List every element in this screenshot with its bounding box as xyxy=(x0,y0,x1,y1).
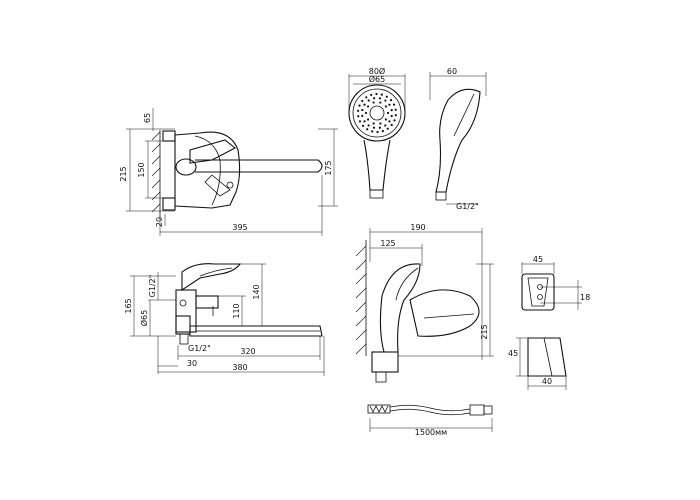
dim-40: 40 xyxy=(542,377,552,386)
nozzle-dot xyxy=(361,124,365,127)
nozzle-dot xyxy=(363,120,366,123)
wall-hatch xyxy=(151,130,161,220)
dim-60: 60 xyxy=(447,67,457,76)
dim-165: 165 xyxy=(124,298,133,313)
dim-phi65-head: Ø65 xyxy=(369,74,385,84)
wall-bracket-view: 45 18 45 40 xyxy=(508,255,590,390)
nozzle-dot xyxy=(357,109,360,112)
dim-150: 150 xyxy=(137,162,146,177)
dim-110: 110 xyxy=(232,303,241,318)
side-dimensions: 165 Ø65 G1/2" 140 110 G1/2" 320 30 380 xyxy=(124,263,325,376)
dim-45-side: 45 xyxy=(508,349,518,358)
dim-395: 395 xyxy=(232,223,247,232)
nozzle-dot xyxy=(378,126,381,129)
dim-30: 30 xyxy=(187,359,197,368)
holder-wall-hatch xyxy=(355,240,367,356)
nozzle-dot xyxy=(371,130,374,133)
nozzle-dot xyxy=(384,105,387,108)
nozzle-dot xyxy=(384,99,387,102)
nozzle-dot xyxy=(384,124,387,127)
nozzle-dot xyxy=(358,104,361,107)
nozzle-dot xyxy=(392,103,396,106)
nozzle-dot xyxy=(372,126,376,129)
nozzle-dot xyxy=(367,118,370,121)
dim-phi65-side: Ø65 xyxy=(139,310,149,326)
nozzle-dot xyxy=(388,120,391,123)
faucet-body xyxy=(162,130,323,211)
dim-80: 80Ø xyxy=(369,66,385,76)
nozzle-dot xyxy=(394,114,397,117)
hose-view: 1500мм xyxy=(367,404,493,437)
nozzle-dot xyxy=(379,122,382,125)
nozzle-dot xyxy=(386,111,390,115)
nozzle-dot xyxy=(378,97,382,100)
nozzle-dot xyxy=(361,99,364,103)
dim-175: 175 xyxy=(324,160,333,175)
nozzle-dot xyxy=(394,108,397,111)
dim-18: 18 xyxy=(580,293,590,302)
nozzle-dot xyxy=(390,123,393,127)
nozzle-dot xyxy=(379,101,382,104)
nozzle-dot xyxy=(390,109,393,112)
dim-20: 20 xyxy=(155,217,164,227)
dim-g12-bottom: G1/2" xyxy=(188,344,211,353)
dim-215-holder: 215 xyxy=(480,324,489,339)
nozzle-dot xyxy=(376,130,379,134)
nozzle-dot xyxy=(381,129,384,133)
dim-140: 140 xyxy=(252,284,261,299)
dim-g12-head: G1/2" xyxy=(456,202,479,211)
shower-holder-view: 190 125 215 xyxy=(355,223,494,383)
nozzle-dot xyxy=(361,108,364,112)
nozzle-dot xyxy=(357,115,360,118)
nozzle-dot xyxy=(361,114,364,117)
nozzle-dot xyxy=(386,127,389,130)
dim-1500: 1500мм xyxy=(415,428,447,437)
nozzle-dot xyxy=(370,93,373,97)
dim-190: 190 xyxy=(410,223,425,232)
nozzle-dot xyxy=(388,103,391,106)
nozzle-dot xyxy=(358,120,362,123)
nozzle-dot xyxy=(372,101,375,104)
nozzle-dot xyxy=(375,92,378,96)
shower-head-front-view: 80Ø Ø65 xyxy=(348,66,406,199)
nozzle-dot xyxy=(367,105,370,108)
front-dimensions: 215 150 65 20 175 395 xyxy=(119,108,338,236)
faucet-side-view: 165 Ø65 G1/2" 140 110 G1/2" 320 30 380 xyxy=(124,263,325,376)
nozzle-dot xyxy=(364,111,368,115)
dim-65-front: 65 xyxy=(143,113,152,123)
nozzle-dot xyxy=(385,95,388,98)
nozzle-dot xyxy=(389,99,393,102)
nozzle-dots xyxy=(357,92,397,134)
nozzle-dot xyxy=(384,118,387,121)
nozzle-dot xyxy=(373,97,376,100)
nozzle-dot xyxy=(363,103,366,106)
nozzle-dot xyxy=(390,114,393,118)
shower-head-side-view: 60 G1/2" xyxy=(429,67,487,211)
nozzle-dot xyxy=(367,124,370,127)
dim-45-top: 45 xyxy=(533,255,543,264)
nozzle-dot xyxy=(367,99,370,102)
dim-125: 125 xyxy=(380,239,395,248)
dim-g12-side: G1/2" xyxy=(148,275,157,298)
nozzle-dot xyxy=(365,96,368,99)
nozzle-dot xyxy=(366,128,369,131)
faucet-front-view: 215 150 65 20 175 395 xyxy=(119,108,338,236)
dim-215-front: 215 xyxy=(119,166,128,181)
nozzle-dot xyxy=(380,93,383,96)
nozzle-dot xyxy=(393,119,396,122)
dim-380: 380 xyxy=(232,363,247,372)
dim-320: 320 xyxy=(240,347,255,356)
nozzle-dot xyxy=(372,122,375,125)
side-body xyxy=(175,263,323,345)
